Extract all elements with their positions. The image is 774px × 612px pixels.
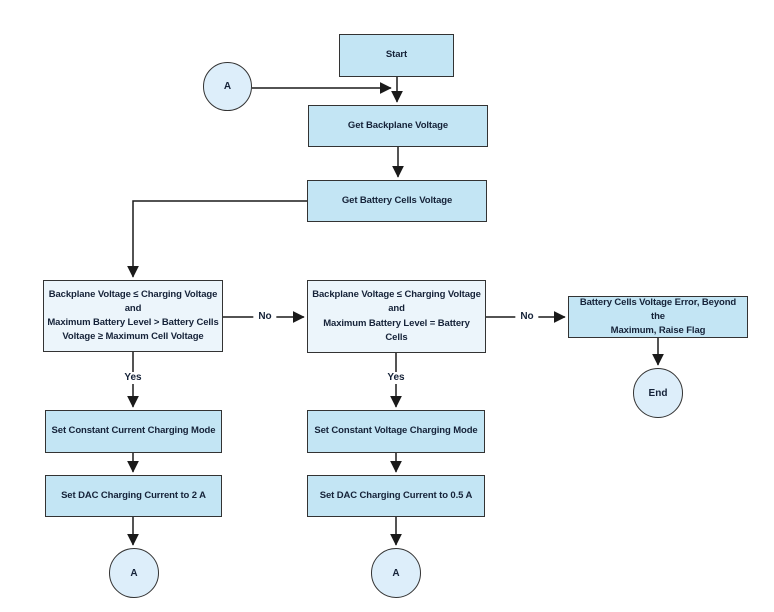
node-connector-a-bottom-left: A [109,548,159,598]
edge-label-yes-left: Yes [119,372,147,384]
node-start: Start [339,34,454,77]
edge-label-no-left: No [253,311,277,323]
node-decision-constant-voltage: Backplane Voltage ≤ Charging Voltage and… [307,280,486,353]
node-get-backplane-voltage: Get Backplane Voltage [308,105,488,147]
node-connector-a-top: A [203,62,252,111]
node-set-constant-current-mode: Set Constant Current Charging Mode [45,410,222,453]
edge-label-no-mid: No [515,311,539,323]
edge-label-yes-mid: Yes [382,372,410,384]
node-connector-a-bottom-right: A [371,548,421,598]
node-error-flag: Battery Cells Voltage Error, Beyond the … [568,296,748,338]
node-set-dac-current-05a: Set DAC Charging Current to 0.5 A [307,475,485,517]
node-decision-constant-current: Backplane Voltage ≤ Charging Voltage and… [43,280,223,352]
node-set-constant-voltage-mode: Set Constant Voltage Charging Mode [307,410,485,453]
node-end: End [633,368,683,418]
node-set-dac-current-2a: Set DAC Charging Current to 2 A [45,475,222,517]
node-get-battery-cells-voltage: Get Battery Cells Voltage [307,180,487,222]
edge-battery-to-decision-cc [127,200,307,278]
